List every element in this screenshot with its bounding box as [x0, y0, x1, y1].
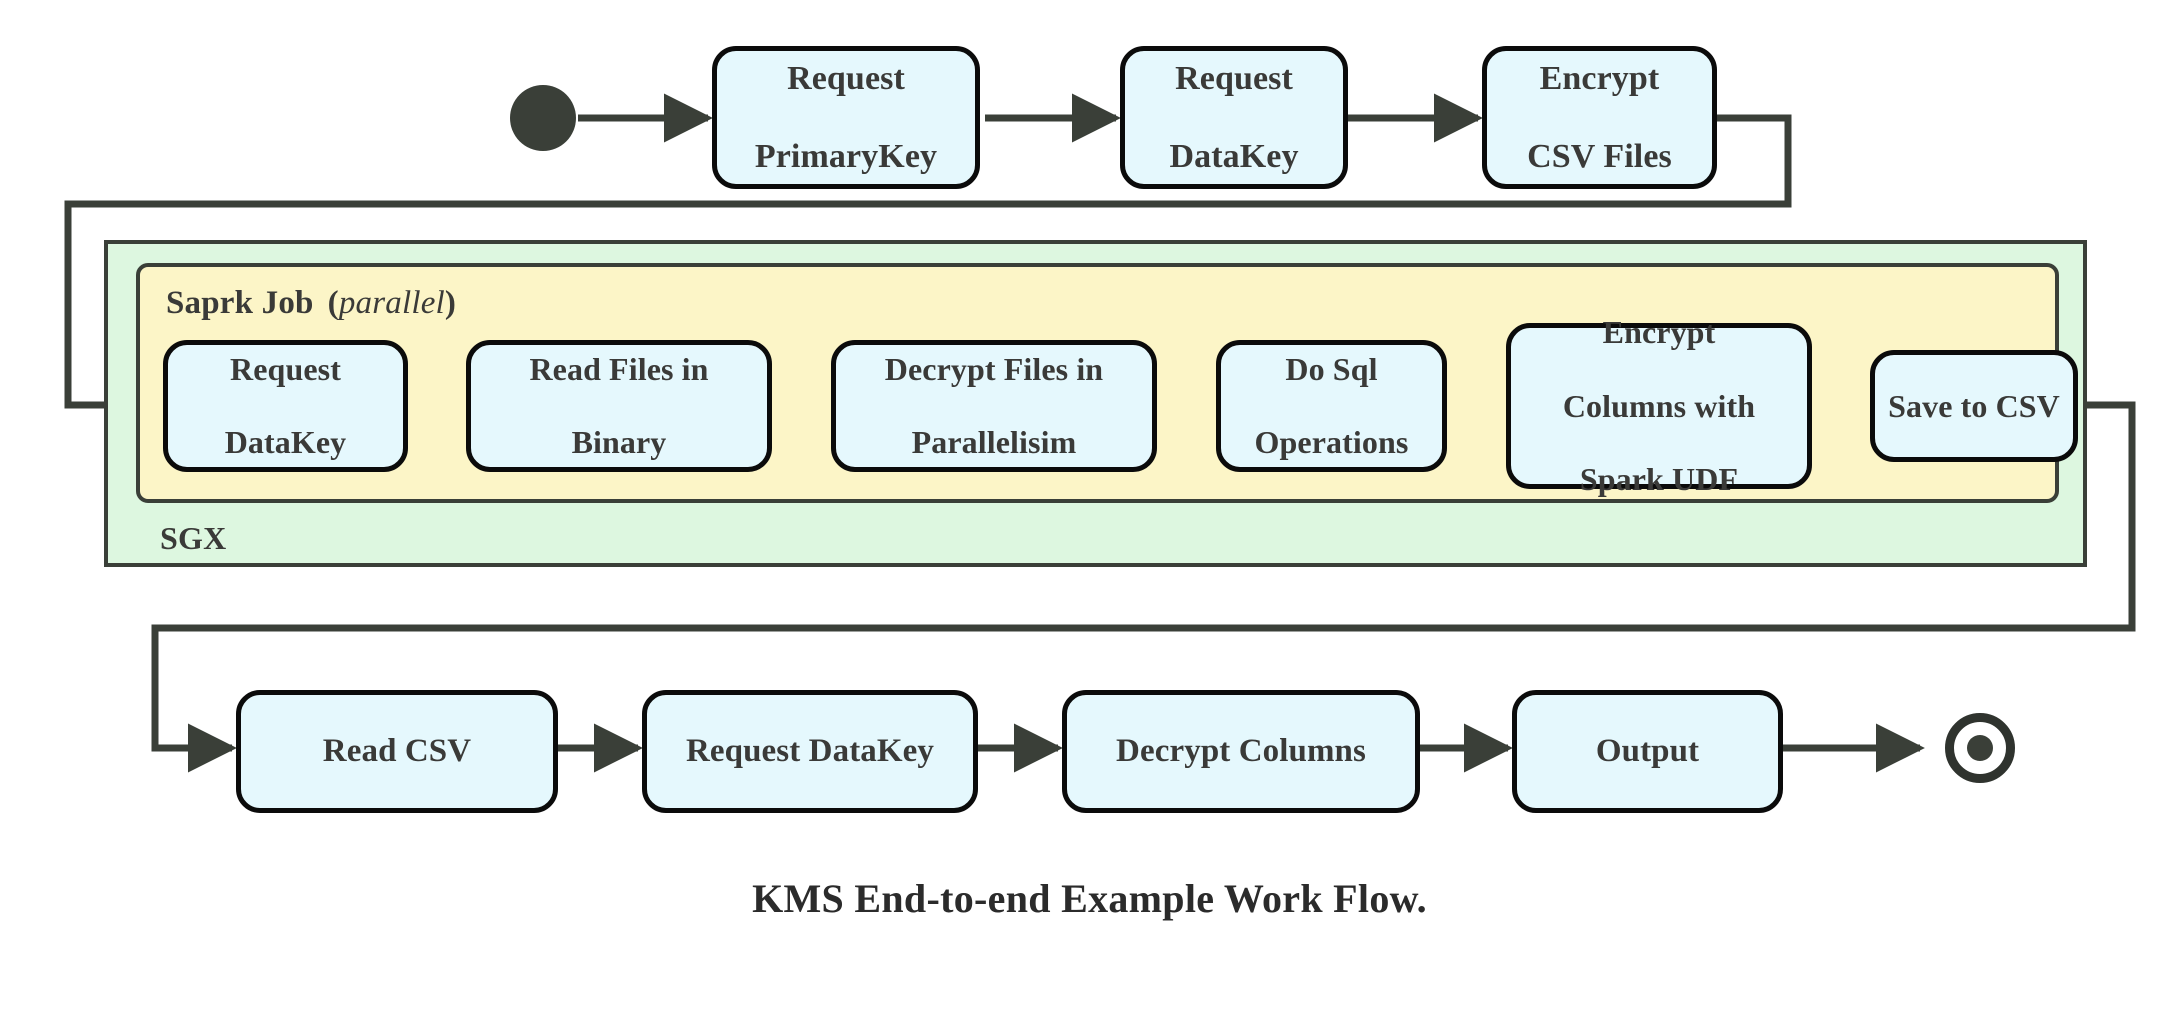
node-request-datakey-bottom[interactable]: Request DataKey [642, 690, 978, 813]
diagram-caption-text: KMS End-to-end Example Work Flow. [752, 876, 1427, 921]
end-node [1945, 713, 2015, 783]
spark-job-label-text: Saprk Job [166, 285, 314, 321]
node-save-to-csv-label: Save to CSV [1888, 387, 2060, 424]
node-request-datakey-bottom-label: Request DataKey [685, 732, 935, 769]
end-node-inner-dot [1967, 735, 1993, 761]
node-read-csv-label: Read CSV [322, 732, 472, 769]
start-node [510, 85, 576, 151]
node-output-label: Output [1595, 732, 1700, 769]
spark-job-annotation: (parallel) [327, 285, 457, 321]
spark-job-annotation-italic: parallel [338, 285, 445, 321]
node-output[interactable]: Output [1512, 690, 1783, 813]
edge-encrypt-csv-to-spark-datakey [64, 114, 1792, 430]
node-read-csv[interactable]: Read CSV [236, 690, 558, 813]
diagram-caption: KMS End-to-end Example Work Flow. [0, 875, 2179, 922]
sgx-label: SGX [160, 520, 226, 557]
sgx-label-text: SGX [160, 520, 227, 556]
spark-job-label: Saprk Job (parallel) [166, 285, 456, 322]
node-decrypt-columns-label: Decrypt Columns [1116, 732, 1366, 769]
node-save-to-csv[interactable]: Save to CSV [1870, 350, 2078, 462]
node-decrypt-columns[interactable]: Decrypt Columns [1062, 690, 1420, 813]
edge-save-csv-to-read-csv [151, 401, 2136, 773]
